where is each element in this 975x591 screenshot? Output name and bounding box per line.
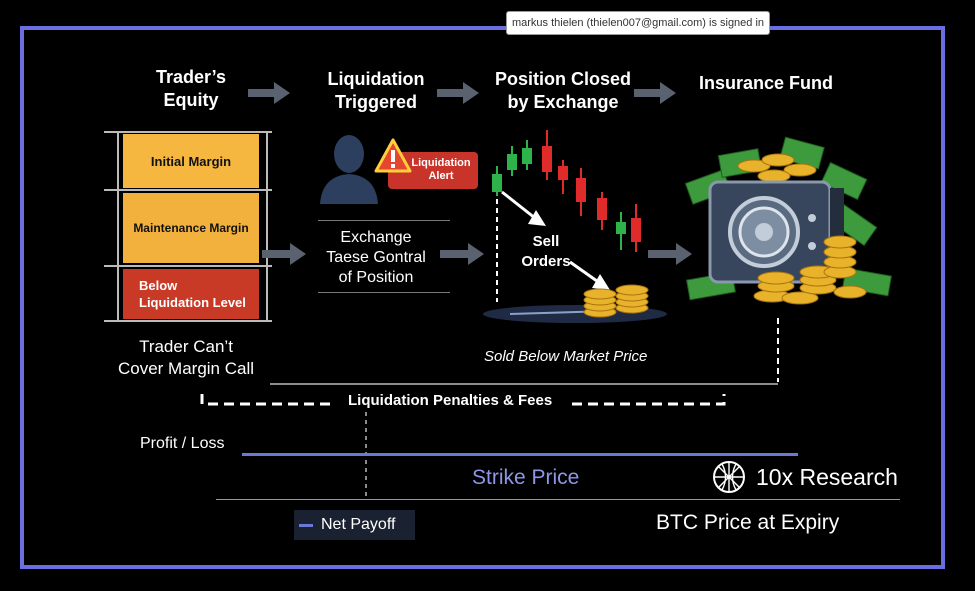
diagram-frame xyxy=(20,26,945,569)
alert-line: Alert xyxy=(428,170,454,182)
strike-line xyxy=(242,453,798,456)
penalty-connector-lines xyxy=(200,318,779,496)
stage-title-line: Trader’s xyxy=(155,67,227,87)
insurance-vault-icon xyxy=(684,136,892,305)
profit-loss-label: Profit / Loss xyxy=(140,435,225,452)
net-payoff-swatch xyxy=(299,523,313,527)
ladder-rail xyxy=(266,132,268,320)
stage-title-line: Equity xyxy=(163,90,219,110)
signin-notice: markus thielen (thielen007@gmail.com) is… xyxy=(506,11,770,35)
stage-title-line: Triggered xyxy=(334,92,418,112)
ladder-divider xyxy=(104,189,272,191)
net-payoff-label: Net Payoff xyxy=(321,516,396,533)
initial-margin-bar: Initial Margin xyxy=(123,134,259,188)
stage-title-traders-equity: Trader’s Equity xyxy=(128,66,254,112)
exchange-line: of Position xyxy=(338,269,414,286)
exchange-control-text: Exchange Taese Gontral of Position xyxy=(316,228,436,288)
trader-caption: Trader Can’t Cover Margin Call xyxy=(100,336,272,380)
exchange-line: Exchange xyxy=(340,229,412,246)
x-axis-line xyxy=(216,499,900,500)
sell-orders-line: Orders xyxy=(521,253,571,270)
brand-name: 10x Research xyxy=(756,464,898,490)
sold-below-caption: Sold Below Market Price xyxy=(484,348,648,365)
flow-arrow-icon xyxy=(648,243,692,265)
flow-arrow-icon xyxy=(262,243,306,265)
ladder-rail xyxy=(117,132,119,320)
initial-margin-label: Initial Margin xyxy=(150,153,232,169)
penalties-label: Liquidation Penalties & Fees xyxy=(348,392,553,409)
ladder-divider xyxy=(104,320,272,322)
net-payoff-legend: Net Payoff xyxy=(294,510,415,540)
below-liquidation-label: Liquidation Level xyxy=(139,295,246,310)
flow-arrow-icon xyxy=(437,82,479,104)
maintenance-margin-bar: Maintenance Margin xyxy=(123,193,259,263)
btc-price-axis-label: BTC Price at Expiry xyxy=(656,511,840,534)
exchange-divider xyxy=(318,220,450,221)
flow-arrow-icon xyxy=(248,82,290,104)
trader-silhouette-icon xyxy=(320,135,378,204)
flow-arrow-icon xyxy=(634,82,676,104)
sell-orders-label: Sell Orders xyxy=(510,232,582,272)
stage-title-position-closed: Position Closed by Exchange xyxy=(486,68,640,114)
stage-title-line: Liquidation xyxy=(327,69,425,89)
exchange-divider xyxy=(318,292,450,293)
stage-title-line: Insurance Fund xyxy=(698,73,833,93)
trader-caption-line: Trader Can’t xyxy=(139,337,233,356)
sell-orders-line: Sell xyxy=(532,233,560,250)
10x-research-logo-icon xyxy=(713,461,745,493)
maintenance-margin-label: Maintenance Margin xyxy=(133,221,249,235)
ladder-divider xyxy=(104,131,272,133)
below-liquidation-bar: Below Liquidation Level xyxy=(123,269,259,319)
warning-icon xyxy=(374,138,412,173)
flow-arrow-icon xyxy=(440,243,484,265)
below-liquidation-label: Below xyxy=(139,278,178,293)
candlestick-chart-icon xyxy=(483,130,667,323)
trader-caption-line: Cover Margin Call xyxy=(117,359,255,378)
strike-price-label: Strike Price xyxy=(472,466,580,489)
stage-title-line: Position Closed xyxy=(494,69,631,89)
stage-title-line: by Exchange xyxy=(507,92,619,112)
stage-title-liquidation-triggered: Liquidation Triggered xyxy=(310,68,442,114)
stage-title-insurance-fund: Insurance Fund xyxy=(686,72,846,95)
alert-line: Liquidation xyxy=(411,157,471,169)
exchange-line: Taese Gontral xyxy=(326,249,426,266)
ladder-divider xyxy=(104,265,272,267)
liquidation-alert-text: Liquidation Alert xyxy=(406,157,476,183)
